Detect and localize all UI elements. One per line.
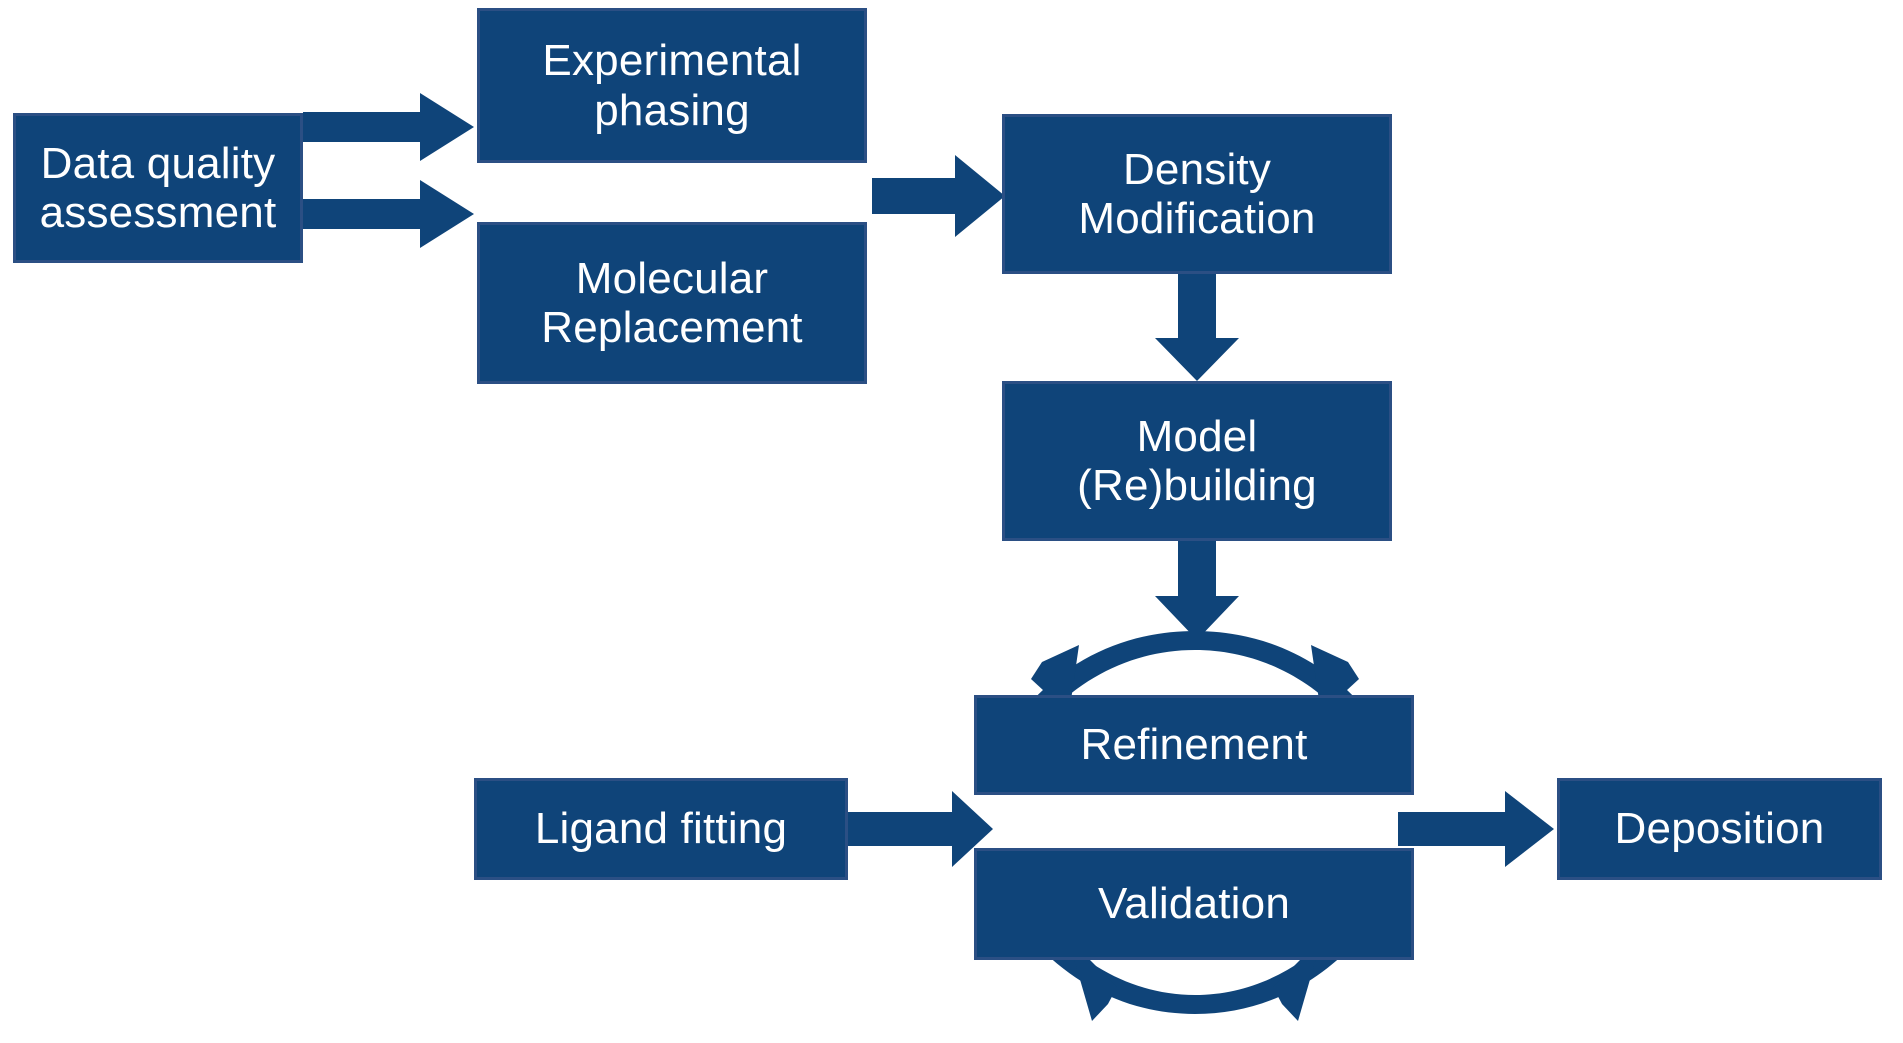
arrow-dqa-to-molecular-replacement xyxy=(303,180,474,248)
node-refinement[interactable]: Refinement xyxy=(974,695,1414,795)
node-molecular-replacement[interactable]: Molecular Replacement xyxy=(477,222,867,384)
node-experimental-phasing[interactable]: Experimental phasing xyxy=(477,8,867,163)
node-validation[interactable]: Validation xyxy=(974,848,1414,960)
arrow-density-modification-to-model-rebuilding xyxy=(1155,273,1239,381)
node-model-rebuilding[interactable]: Model (Re)building xyxy=(1002,381,1392,541)
node-data-quality-assessment[interactable]: Data quality assessment xyxy=(13,113,303,263)
arrow-dqa-to-experimental-phasing xyxy=(303,93,474,161)
arrow-model-rebuilding-to-cycle xyxy=(1155,540,1239,640)
arrow-phasing-to-density-modification xyxy=(872,155,1005,237)
arrow-ligand-fitting-to-cycle xyxy=(847,791,993,867)
node-ligand-fitting[interactable]: Ligand fitting xyxy=(474,778,848,880)
arrow-cycle-to-deposition xyxy=(1398,791,1554,867)
node-density-modification[interactable]: Density Modification xyxy=(1002,114,1392,274)
node-deposition[interactable]: Deposition xyxy=(1557,778,1882,880)
